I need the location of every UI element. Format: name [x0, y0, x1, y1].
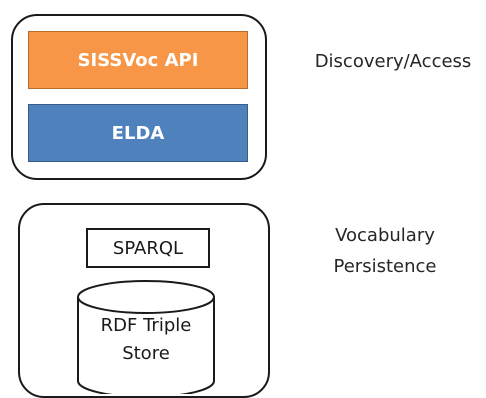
persistence-label-line1: Vocabulary	[335, 225, 435, 246]
persistence-label-line2: Persistence	[333, 256, 437, 277]
cylinder-top	[77, 280, 215, 314]
discovery-access-label: Discovery/Access	[314, 51, 472, 72]
elda-layer: ELDA	[28, 104, 248, 162]
rdf-triple-store-label: RDF Triple Store	[78, 312, 214, 368]
store-label-line2: Store	[122, 343, 170, 364]
store-label-line1: RDF Triple	[100, 315, 192, 336]
vocabulary-persistence-label: Vocabulary Persistence	[310, 220, 460, 282]
sissvoc-api-layer: SISSVoc API	[28, 31, 248, 89]
cylinder-body	[77, 297, 215, 394]
elda-label: ELDA	[111, 122, 165, 144]
sparql-box: SPARQL	[86, 228, 210, 268]
sparql-label: SPARQL	[112, 237, 184, 259]
sissvoc-api-label: SISSVoc API	[77, 49, 199, 71]
